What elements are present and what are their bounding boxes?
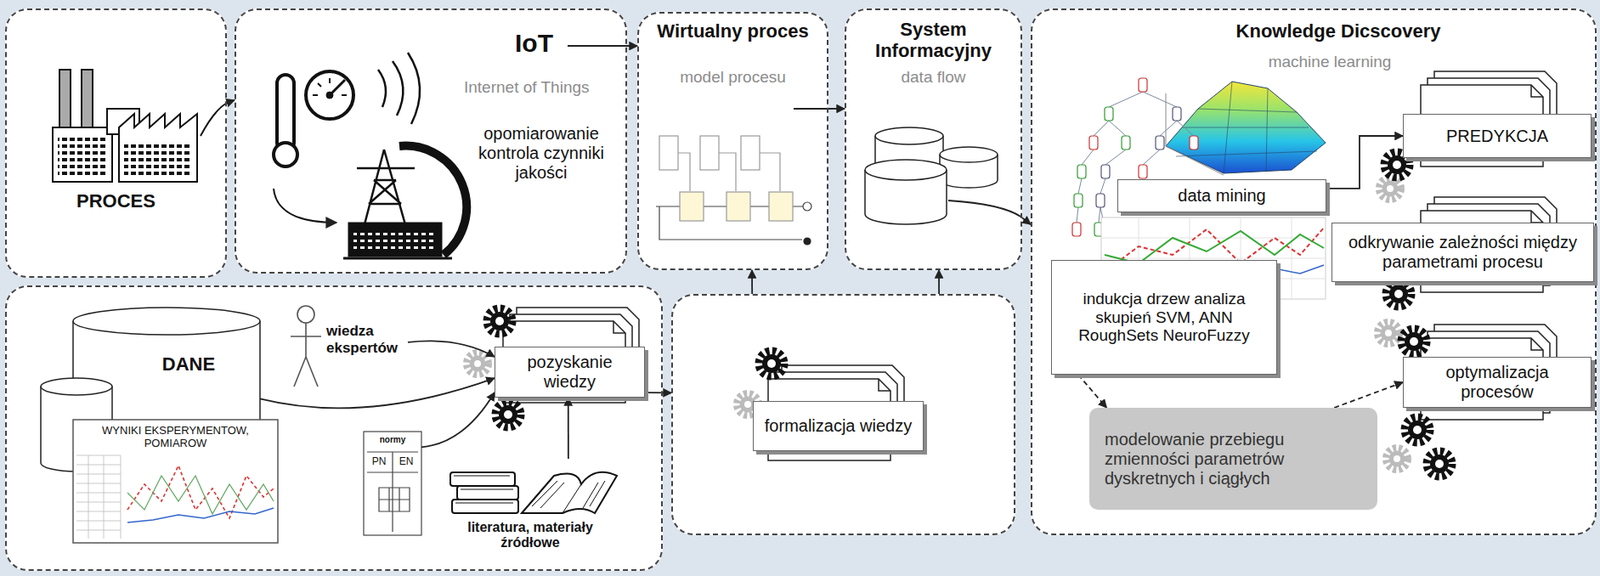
- sources-panel: DANE WYNIKI EKSPERYMENTOW, POMIAROW wiedza…: [5, 285, 663, 572]
- body-text: model procesu: [642, 67, 824, 87]
- body-text: PN: [367, 456, 391, 469]
- virtual-process-panel: Wirtualny proces model procesu: [637, 11, 829, 271]
- box-text: pozyskanie wiedzy: [503, 352, 636, 392]
- heading-text: wiedza ekspertów: [326, 322, 408, 357]
- connector: [1078, 374, 1107, 408]
- body-text: data flow: [848, 67, 1019, 87]
- box-text: indukcja drzew analiza skupień SVM, ANN …: [1060, 289, 1268, 346]
- connector: [1334, 382, 1403, 408]
- connector: [407, 340, 495, 357]
- box-text: optymalizacja procesów: [1412, 362, 1583, 402]
- result-box: PREDYKCJA: [1402, 113, 1592, 159]
- connector: [751, 270, 753, 294]
- heading-text: Wirtualny proces: [647, 20, 819, 42]
- knowledge-discovery-panel: Knowledge Dicscovery machine learning data…: [1030, 8, 1597, 536]
- box-text: odkrywanie zależności między parametrami…: [1340, 232, 1585, 272]
- modelling-note: modelowanie przebiegu zmienności paramet…: [1089, 407, 1378, 510]
- connector: [567, 397, 570, 459]
- standards-document: normyPNEN: [363, 431, 422, 536]
- connector: [644, 391, 672, 394]
- heading-text: Knowledge Dicscovery: [1172, 20, 1504, 42]
- heading-text: IoT: [514, 28, 566, 59]
- method-list-box: indukcja drzew analiza skupień SVM, ANN …: [1051, 260, 1278, 375]
- iot-panel: IoT Internet of Things opomiarowanie kontr…: [234, 8, 628, 274]
- connector: [421, 392, 495, 447]
- result-box: odkrywanie zależności między parametrami…: [1331, 222, 1595, 283]
- expert-figure: wiedza ekspertów: [287, 302, 408, 391]
- information-system-panel: System Informacyjny data flow: [844, 8, 1023, 271]
- body-text: machine learning: [1249, 52, 1411, 72]
- box-text: PREDYKCJA: [1446, 126, 1549, 147]
- knowledge-acquisition-box: pozyskanie wiedzy: [494, 346, 645, 398]
- connector: [226, 100, 235, 103]
- heading-text: literatura, materiały źródłowe: [443, 520, 617, 552]
- literature-books: literatura, materiały źródłowe: [443, 458, 617, 563]
- heading-text: normy: [365, 435, 420, 446]
- result-box: optymalizacja procesów: [1402, 356, 1592, 408]
- box-text: modelowanie przebiegu zmienności paramet…: [1104, 429, 1344, 489]
- body-text: opomiarowanie kontrola czynniki jakości: [458, 124, 624, 183]
- body-text: Internet of Things: [463, 78, 617, 97]
- formalization-panel: formalizacja wiedzy: [671, 293, 1016, 536]
- connector: [938, 270, 940, 294]
- heading-text: System Informacyjny: [848, 18, 1019, 63]
- box-text: formalizacja wiedzy: [764, 416, 912, 436]
- method-box: data mining: [1117, 179, 1327, 213]
- heading-text: DANE: [127, 353, 250, 375]
- connector: [627, 45, 638, 47]
- connector: [828, 107, 845, 110]
- data-cylinder: DANE: [73, 305, 261, 429]
- results-sheet: WYNIKI EKSPERYMENTOW, POMIAROW: [73, 419, 278, 543]
- process-panel: PROCES: [5, 8, 227, 278]
- body-text: EN: [394, 456, 419, 469]
- heading-text: PROCES: [5, 190, 227, 212]
- connector: [260, 378, 495, 408]
- connector: [1022, 217, 1031, 225]
- heading-text: WYNIKI EKSPERYMENTOW, POMIAROW: [78, 424, 273, 451]
- box-text: data mining: [1177, 186, 1266, 206]
- formalization-box: formalizacja wiedzy: [752, 401, 924, 452]
- connector: [1326, 135, 1403, 189]
